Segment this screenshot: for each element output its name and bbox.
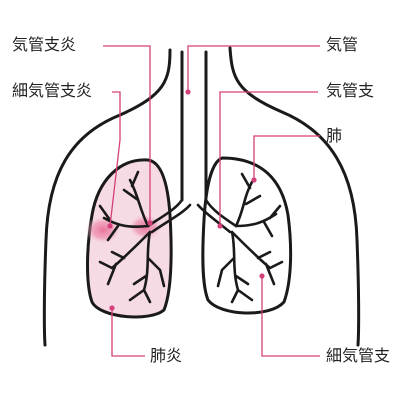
leader-lung: [253, 135, 320, 180]
leader-bronchiole: [261, 276, 320, 357]
label-bronchitis: 気管支炎: [12, 35, 77, 54]
leader-pneumonia-dot: [109, 305, 115, 311]
right-lung: [201, 156, 293, 315]
label-bronchiolitis: 細気管支炎: [12, 81, 93, 100]
leader-lines: [103, 45, 320, 357]
trachea-shape: [180, 50, 208, 202]
leader-bronchitis-dot: [147, 220, 153, 226]
leader-trachea: [187, 45, 320, 92]
leader-lung-dot: [251, 177, 257, 183]
left-bronchial-tree: [98, 170, 166, 304]
leader-bronchus-dot: [217, 223, 223, 229]
leader-bronchiolitis-dot: [107, 223, 113, 229]
right-bronchial-tree: [216, 172, 284, 304]
label-pneumonia: 肺炎: [150, 346, 183, 365]
body-outline-left: [42, 48, 172, 347]
body-outline-right: [228, 46, 361, 347]
leader-bronchitis: [103, 45, 151, 223]
leader-bronchus: [219, 91, 318, 226]
leader-bronchiole-dot: [259, 273, 265, 279]
label-lung: 肺: [326, 126, 343, 145]
label-bronchus: 気管支: [326, 81, 375, 100]
leader-trachea-dot: [185, 89, 191, 95]
bronchus-right-main: [196, 198, 238, 234]
leader-pneumonia: [111, 308, 145, 357]
label-bronchiole: 細気管支: [326, 346, 391, 365]
leader-bronchiolitis: [109, 91, 121, 227]
label-trachea: 気管: [326, 35, 359, 54]
